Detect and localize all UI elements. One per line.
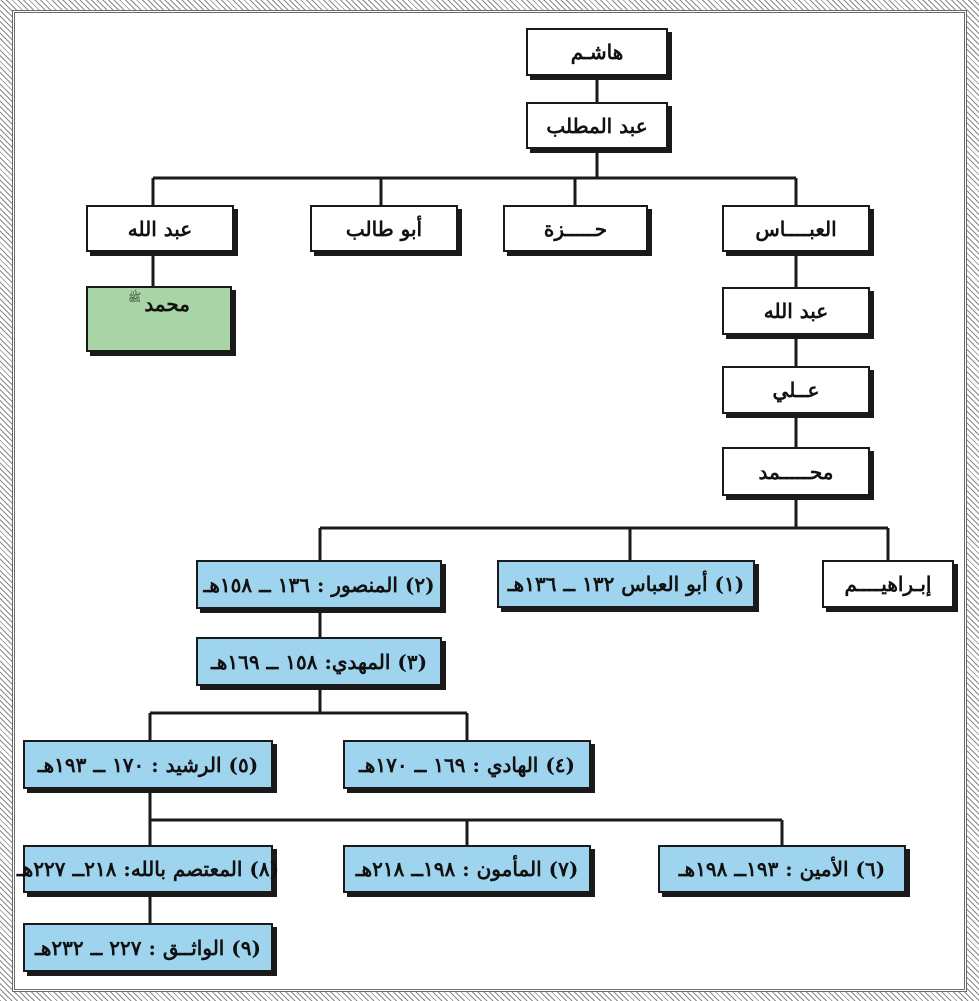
node-ali: عــلي <box>722 366 870 414</box>
node-abbas: العبــــاس <box>722 205 870 252</box>
node-caliph-wathiq: (٩) الواثــق : ٢٢٧ ــ ٢٣٢هـ <box>23 923 273 972</box>
node-abdullah: عبد الله <box>86 205 234 252</box>
diagram-canvas <box>12 10 967 992</box>
node-caliph-rashid: (٥) الرشيد : ١٧٠ ــ ١٩٣هـ <box>23 740 273 789</box>
honorific-seal-icon: ﷺ <box>128 291 142 304</box>
node-prophet-muhammad: محمد ﷺ <box>86 286 232 352</box>
prophet-name: محمد <box>144 292 190 316</box>
node-caliph-abul-abbas: (١) أبو العباس ١٣٢ ــ ١٣٦هـ <box>497 560 755 608</box>
node-caliph-mahdi: (٣) المهدي: ١٥٨ ــ ١٦٩هـ <box>196 637 442 686</box>
node-abu-talib: أبو طالب <box>310 205 458 252</box>
node-caliph-mansur: (٢) المنصور : ١٣٦ ــ ١٥٨هـ <box>196 560 442 609</box>
node-hamza: حـــــزة <box>503 205 648 252</box>
node-caliph-mutasim: (٨) المعتصم بالله: ٢١٨ــ ٢٢٧هـ <box>17 845 279 893</box>
node-muhammad-ibn-ali: محـــــمد <box>722 447 870 496</box>
node-caliph-mamun: (٧) المأمون : ١٩٨ــ ٢١٨هـ <box>343 845 591 893</box>
node-abd-al-muttalib: عبد المطلب <box>526 102 668 149</box>
node-caliph-amin: (٦) الأمين : ١٩٣ــ ١٩٨هـ <box>658 845 906 893</box>
node-ibrahim: إبـراهيــــم <box>822 560 954 608</box>
node-abbasid-abdullah: عبد الله <box>722 287 870 335</box>
node-hashim: هاشـم <box>526 28 668 76</box>
node-caliph-hadi: (٤) الهادي : ١٦٩ ــ ١٧٠هـ <box>343 740 591 789</box>
